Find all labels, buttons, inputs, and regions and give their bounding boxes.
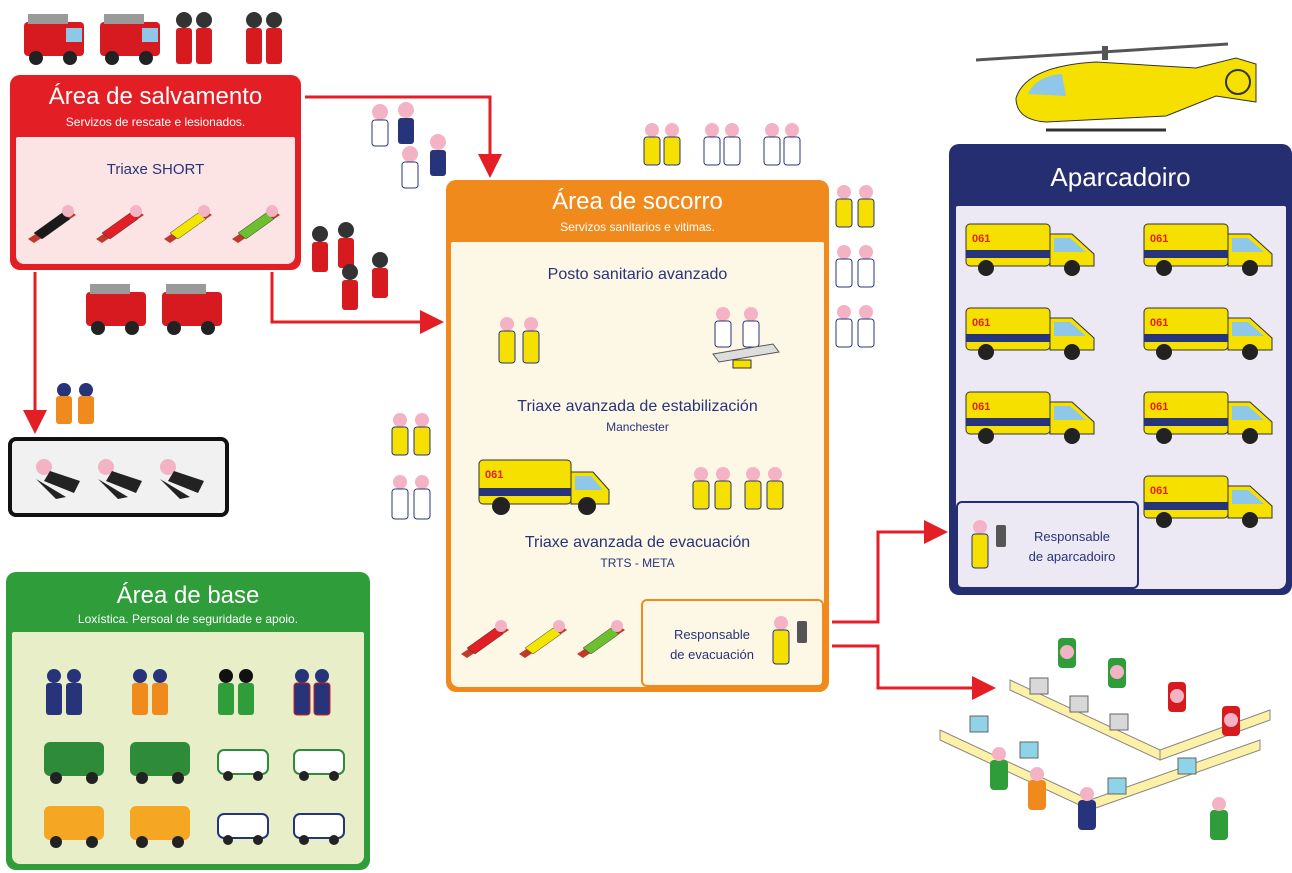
area-base-title: Área de base: [116, 582, 260, 609]
arrow-salvamento-to-socorro-bottom: [270, 272, 444, 334]
parked-ambulance-icon: 061: [1143, 475, 1273, 528]
radio-coordinator-icon: [971, 520, 1006, 569]
trts-meta-label: TRTS - META: [600, 556, 675, 570]
area-base-subtitle: Loxística. Persoal de seguridade e apoio…: [77, 612, 299, 626]
deceased-area: [8, 437, 229, 517]
arrow-socorro-to-aparcadoiro: [832, 520, 948, 624]
ambulance-brand-label: 061: [485, 469, 503, 481]
triaxe-estabilizacion-label: Triaxe avanzada de estabilización: [517, 398, 758, 415]
parked-ambulance-icon: 061: [1143, 391, 1273, 444]
security-staff-icon: [46, 669, 331, 716]
firefighters-group-icon: [312, 222, 388, 310]
parked-ambulance-icon: 061: [1143, 223, 1273, 276]
ambulance-brand-label: 061: [1150, 233, 1168, 245]
area-aparcadoiro: Aparcadoiro 061 061 061 061 061 061 061 Respon…: [949, 144, 1292, 595]
stretcher-patient-icon: [232, 205, 280, 243]
area-base-panel: [12, 632, 364, 864]
area-aparcadoiro-title: Aparcadoiro: [1050, 162, 1191, 192]
stretcher-patient-icon: [28, 205, 76, 243]
firefighters-icon: [176, 12, 282, 64]
evacuation-patient-icon: [519, 620, 567, 658]
parked-ambulance-icon: 061: [965, 391, 1095, 444]
deceased-victims-icon: [36, 459, 204, 499]
evacuation-patient-icon: [577, 620, 625, 658]
stretcher-patient-icon: [96, 205, 144, 243]
medical-staff-group-socorro-icon: [692, 467, 784, 510]
parked-ambulances-icon: 061 061 061 061 061 061 061: [965, 223, 1273, 528]
area-salvamento-panel: Triaxe SHORT: [16, 137, 295, 264]
area-socorro-subtitle: Servizos sanitarios e vitimas.: [560, 220, 715, 234]
medical-staff-left-icon: [391, 413, 431, 520]
area-socorro-title: Área de socorro: [552, 188, 723, 215]
evacuation-patient-icon: [461, 620, 509, 658]
coordination-center-icon: [939, 638, 1271, 840]
triaxe-short-label: Triaxe SHORT: [106, 161, 205, 178]
responsable-aparcadoiro-label: Responsable de aparcadoiro: [1028, 529, 1116, 564]
fire-trucks-icon: [24, 14, 160, 65]
triaxe-evacuacion-label: Triaxe avanzada de evacuación: [524, 534, 751, 551]
paramedics-icon: [498, 317, 540, 364]
medical-staff-top-icon: [643, 123, 801, 166]
ambulance-brand-label: 061: [1150, 401, 1168, 413]
ambulance-brand-label: 061: [972, 233, 990, 245]
ambulance-brand-label: 061: [972, 317, 990, 329]
radio-operator-icon: [772, 616, 807, 665]
area-base: Área de base Loxística. Persoal de segur…: [6, 572, 370, 870]
fire-trucks-bottom-icon: [86, 284, 222, 335]
ambulance-brand-label: 061: [1150, 485, 1168, 497]
responsable-aparcadoiro-box: Responsable de aparcadoiro: [956, 501, 1139, 589]
posto-sanitario-label: Posto sanitario avanzado: [547, 266, 728, 283]
area-salvamento-subtitle: Servizos de rescate e lesionados.: [65, 115, 246, 129]
medical-staff-right-icon: [835, 185, 875, 348]
area-aparcadoiro-panel: 061 061 061 061 061 061 061 Responsable de apa…: [956, 206, 1286, 589]
helicopter-icon: [975, 42, 1257, 132]
parked-ambulance-icon: 061: [1143, 307, 1273, 360]
treatment-station-icon: [712, 307, 780, 369]
parked-ambulance-icon: 061: [965, 307, 1095, 360]
arrow-socorro-to-coordination: [832, 644, 996, 700]
arrow-salvamento-to-socorro-top: [305, 95, 502, 178]
parked-ambulance-icon: 061: [965, 223, 1095, 276]
responsable-evacuacion-label: Responsable de evacuación: [670, 627, 754, 662]
medical-staff-group-icon: [371, 102, 446, 189]
responsable-evacuacion-box: Responsable de evacuación: [641, 599, 824, 687]
area-salvamento-title: Área de salvamento: [48, 83, 263, 110]
ambulance-brand-label: 061: [1150, 317, 1168, 329]
area-socorro: Área de socorro Servizos sanitarios e vi…: [446, 180, 829, 692]
ambulance-icon: 061: [478, 459, 610, 515]
stretcher-patients-icon: [28, 205, 280, 243]
evacuation-patients-icon: [461, 620, 625, 658]
stretcher-patient-icon: [164, 205, 212, 243]
ambulance-brand-label: 061: [972, 401, 990, 413]
support-vehicles-icon: [44, 742, 345, 848]
area-salvamento: Área de salvamento Servizos de rescate e…: [10, 75, 301, 270]
manchester-label: Manchester: [606, 420, 669, 434]
area-socorro-panel: Posto sanitario avanzado Triaxe avanzada…: [451, 242, 824, 687]
deceased-staff-icon: [56, 383, 94, 424]
